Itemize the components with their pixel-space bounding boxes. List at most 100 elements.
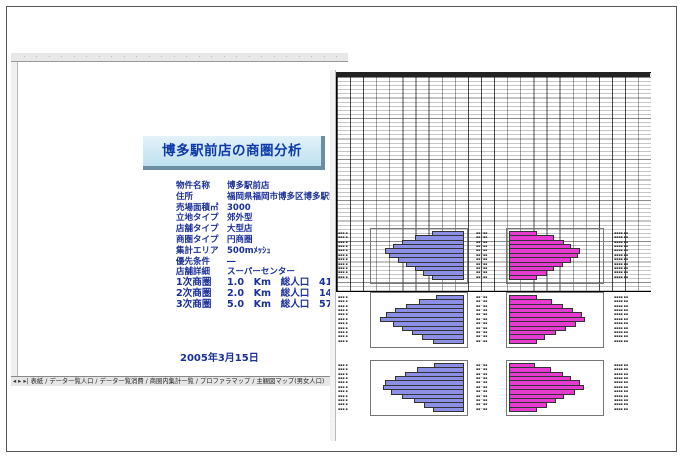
row-number: · <box>330 303 331 308</box>
ruler-tick: · <box>185 54 188 59</box>
ruler-tick: · <box>85 54 88 59</box>
row-number: · <box>330 299 331 304</box>
row-number: · <box>330 332 331 337</box>
age-label-mid: ▪▪~▪▪ <box>476 371 488 376</box>
age-label-left: ▪▪▪ ▪ <box>338 363 348 367</box>
age-label-mid: ▪▪~▪▪ <box>476 380 488 385</box>
age-label-mid: ▪▪~▪▪ <box>476 363 488 367</box>
age-label-right: ▪▪▪▪ ▪▪ <box>614 295 628 299</box>
age-label-mid: ▪▪~▪▪ <box>476 248 488 253</box>
row-number: · <box>330 234 331 238</box>
ruler-tick: · <box>223 54 226 59</box>
row-number: · <box>330 414 331 419</box>
row-number: · <box>330 70 331 74</box>
age-label-left: ▪▪▪ ▪ <box>338 244 348 249</box>
age-label-left: ▪▪▪ ▪ <box>338 402 348 407</box>
row-number: · <box>330 143 331 148</box>
age-label-mid: ▪▪~▪▪ <box>476 270 488 275</box>
row-number: · <box>330 361 331 366</box>
age-label-right: ▪▪▪▪ ▪▪ <box>614 274 628 279</box>
row-number: · <box>330 336 331 341</box>
age-label-right: ▪▪▪▪ ▪▪ <box>614 376 628 381</box>
sheet-tab-labels[interactable]: 表紙 / データ一覧人口 / データ一覧消費 / 商圏内集計一覧 / プロファラ… <box>30 378 325 385</box>
row-number: · <box>330 209 331 214</box>
ruler-tick: · <box>48 54 51 59</box>
row-number: · <box>330 229 331 234</box>
age-label-left: ▪▪▪ ▪ <box>338 371 348 376</box>
age-label-right: ▪▪▪▪ ▪▪ <box>614 231 628 235</box>
age-label-left: ▪▪▪ ▪ <box>338 261 348 266</box>
row-number: · <box>330 94 331 99</box>
info-value: スーパーセンター <box>227 267 295 278</box>
ruler-tick: · <box>73 54 76 59</box>
ruler-tick: · <box>310 54 313 59</box>
age-label-left: ▪▪▪ ▪ <box>338 406 348 411</box>
age-label-left: ▪▪▪ ▪ <box>338 312 348 317</box>
row-number: · <box>330 279 331 284</box>
age-label-left: ▪▪▪ ▪ <box>338 295 348 299</box>
age-label-right: ▪▪▪▪ ▪▪ <box>614 239 628 244</box>
age-label-left: ▪▪▪ ▪ <box>338 299 348 304</box>
row-number: · <box>330 201 331 206</box>
row-number: · <box>330 324 331 329</box>
row-number: · <box>330 389 331 394</box>
column-ruler: ·························· <box>11 53 348 62</box>
ruler-tick: · <box>98 54 101 59</box>
age-label-mid: ▪▪~▪▪ <box>476 316 488 321</box>
row-number: · <box>330 357 331 361</box>
row-number: · <box>330 410 331 415</box>
age-label-left: ▪▪▪ ▪ <box>338 308 348 313</box>
info-value: 2.0 Km 総人口 144,25 <box>227 287 357 299</box>
row-number: · <box>330 246 331 251</box>
row-number: · <box>330 180 331 185</box>
tab-scroll-arrows[interactable]: ◂ ▸ ▸| <box>13 378 29 385</box>
row-number: · <box>330 340 331 345</box>
row-header: ········································… <box>330 70 336 441</box>
age-label-left: ▪▪▪ ▪ <box>338 329 348 334</box>
age-label-mid: ▪▪~▪▪ <box>476 274 488 279</box>
info-label: 物件名称 <box>176 181 211 191</box>
row-number: · <box>330 205 331 210</box>
info-label: 商圏タイプ <box>176 234 219 245</box>
age-label-left: ▪▪▪ ▪ <box>338 380 348 385</box>
info-label: 2次商圏 <box>176 287 212 299</box>
row-number: · <box>330 393 331 398</box>
row-number: · <box>330 422 331 427</box>
ruler-tick: · <box>35 54 38 59</box>
row-number: · <box>330 168 331 173</box>
row-number: · <box>330 311 331 316</box>
age-label-mid: ▪▪~▪▪ <box>476 321 488 326</box>
age-label-mid: ▪▪~▪▪ <box>476 235 488 240</box>
ruler-tick: · <box>110 54 113 59</box>
age-label-mid: ▪▪~▪▪ <box>476 338 488 343</box>
info-row: 店舗詳細スーパーセンター <box>176 267 336 278</box>
row-number: · <box>330 242 331 247</box>
age-label-mid: ▪▪~▪▪ <box>476 252 488 257</box>
row-number: · <box>330 316 331 320</box>
info-row: 立地タイプ郊外型 <box>176 213 336 224</box>
row-number: · <box>330 254 331 259</box>
age-label-left: ▪▪▪ ▪ <box>338 393 348 398</box>
age-label-mid: ▪▪~▪▪ <box>476 295 488 299</box>
age-label-mid: ▪▪~▪▪ <box>476 231 488 235</box>
info-row: 優先条件― <box>176 257 336 268</box>
info-value: 5.0 Km 総人口 570,46 <box>227 298 357 310</box>
info-value: 博多駅前店 <box>227 181 270 191</box>
report-title: 博多駅前店の商圏分析 <box>162 143 302 159</box>
age-label-left: ▪▪▪ ▪ <box>338 367 348 372</box>
info-label: 店舗タイプ <box>176 224 219 235</box>
row-number: · <box>330 156 331 161</box>
row-number: · <box>330 365 331 370</box>
row-number: · <box>330 385 331 390</box>
sheet-tab-bar[interactable]: ◂ ▸ ▸| 表紙 / データ一覧人口 / データ一覧消費 / 商圏内集計一覧 … <box>11 376 348 386</box>
ruler-tick: · <box>298 54 301 59</box>
info-label: 立地タイプ <box>176 213 219 224</box>
age-label-mid: ▪▪~▪▪ <box>476 384 488 389</box>
row-number: · <box>330 262 331 267</box>
age-label-left: ▪▪▪ ▪ <box>338 397 348 402</box>
age-label-mid: ▪▪~▪▪ <box>476 406 488 411</box>
age-label-right: ▪▪▪▪ ▪▪ <box>614 363 628 367</box>
row-number: · <box>330 402 331 407</box>
